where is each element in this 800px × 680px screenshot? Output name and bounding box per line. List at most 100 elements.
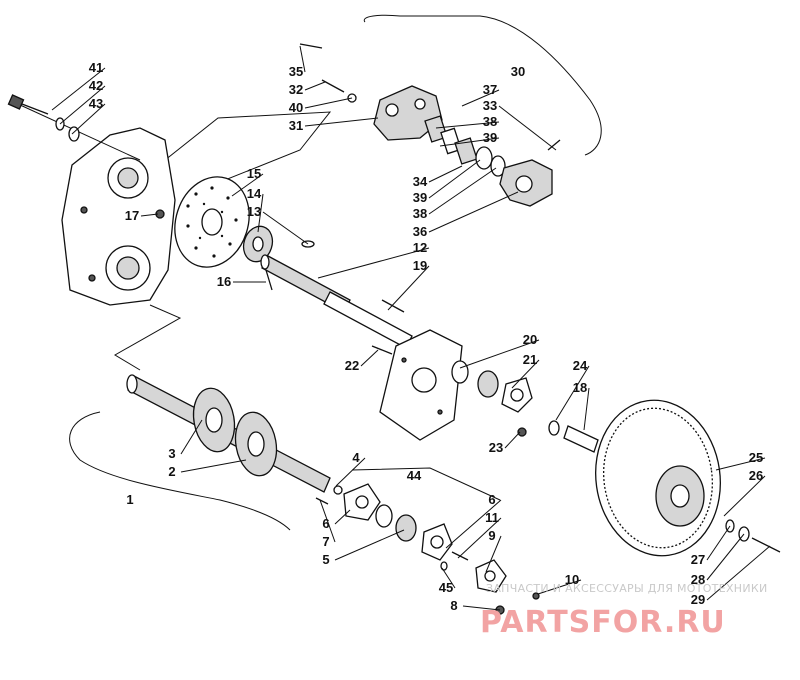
caliper-seals xyxy=(475,146,506,177)
leader-line xyxy=(706,525,731,561)
leader-line xyxy=(428,167,497,215)
callout-number: 14 xyxy=(247,186,262,201)
leader-line xyxy=(706,545,771,601)
leader-line xyxy=(504,431,521,449)
leader-line xyxy=(317,247,430,279)
callout-number: 3 xyxy=(168,446,175,461)
driven-sprocket-rotor xyxy=(595,399,721,557)
leader-line xyxy=(461,89,500,107)
washer xyxy=(548,420,560,436)
leader-line xyxy=(583,387,590,431)
leader-line xyxy=(485,535,502,573)
leader-line xyxy=(140,213,159,217)
callout-number: 44 xyxy=(407,468,422,483)
bearing-flange xyxy=(501,377,533,413)
caliper-bolt xyxy=(321,79,345,93)
callout-number: 7 xyxy=(322,534,329,549)
track-sprocket-b xyxy=(234,411,278,477)
leader-line xyxy=(445,499,502,549)
leader-line xyxy=(462,605,501,611)
leader-line xyxy=(459,339,540,369)
leader-line xyxy=(335,457,366,487)
bearing-housing-plate xyxy=(379,329,463,441)
lower-bearing-b xyxy=(395,514,417,542)
callout-number: 34 xyxy=(413,174,428,189)
leader-line xyxy=(304,81,326,91)
callout-number: 9 xyxy=(488,528,495,543)
bracket-driveshaft-group xyxy=(69,411,291,531)
lower-washer xyxy=(440,561,448,571)
callout-labels: 4142433532403130373338393439383615141317… xyxy=(89,60,763,613)
callout-number: 18 xyxy=(573,380,587,395)
leader-line xyxy=(59,85,106,125)
callout-number: 6 xyxy=(488,492,495,507)
callout-number: 19 xyxy=(413,258,427,273)
grease-fitting xyxy=(532,592,540,600)
plate-bolt xyxy=(371,345,393,355)
callout-number: 15 xyxy=(247,166,261,181)
callout-number: 26 xyxy=(749,468,763,483)
callout-number: 2 xyxy=(168,464,175,479)
brake-disc xyxy=(174,176,250,268)
leader-line xyxy=(428,159,481,199)
leader-line xyxy=(360,349,379,367)
callout-number: 6 xyxy=(322,516,329,531)
callout-number: 21 xyxy=(523,352,537,367)
brake-hub xyxy=(242,225,274,263)
shaft-sleeve xyxy=(323,291,413,349)
callout-number: 38 xyxy=(413,206,427,221)
leader-line xyxy=(428,191,519,233)
callout-number: 4 xyxy=(352,450,360,465)
leader-line xyxy=(428,165,463,183)
leader-line xyxy=(555,365,590,421)
callout-number: 25 xyxy=(749,450,763,465)
leader-line xyxy=(231,173,264,197)
callout-number: 29 xyxy=(691,592,705,607)
leader-line xyxy=(262,211,309,245)
callout-number: 23 xyxy=(489,440,503,455)
leader-line xyxy=(498,105,557,151)
callout-number: 40 xyxy=(289,100,303,115)
callout-number: 20 xyxy=(523,332,537,347)
lower-flange-b xyxy=(421,523,453,561)
callout-number: 32 xyxy=(289,82,303,97)
callout-number: 22 xyxy=(345,358,359,373)
leader-line xyxy=(439,137,500,147)
callout-number: 8 xyxy=(450,598,457,613)
callout-number: 16 xyxy=(217,274,231,289)
leader-line xyxy=(715,457,766,471)
track-sprocket-a xyxy=(192,387,236,453)
leader-line xyxy=(51,67,106,111)
leader-line xyxy=(304,117,379,127)
callout-number: 43 xyxy=(89,96,103,111)
leader-line xyxy=(511,359,540,389)
leader-line xyxy=(537,579,582,595)
callout-number: 13 xyxy=(247,204,261,219)
bearing-a xyxy=(451,360,469,384)
lower-flange-a xyxy=(343,483,381,521)
callout-leaders xyxy=(51,45,771,611)
leader-line xyxy=(435,121,500,129)
brake-pads xyxy=(424,115,478,165)
leader-line xyxy=(180,419,203,455)
callout-number: 24 xyxy=(573,358,588,373)
leader-line xyxy=(299,45,306,73)
leader-line xyxy=(180,459,247,473)
guide-line-upper xyxy=(149,111,332,191)
callout-number: 11 xyxy=(485,510,499,525)
flange-nut xyxy=(517,427,527,437)
callout-number: 27 xyxy=(691,552,705,567)
hub-bolt xyxy=(265,269,273,291)
callout-number: 28 xyxy=(691,572,705,587)
bracket-bearing-group xyxy=(351,467,501,501)
spacer xyxy=(563,425,599,453)
watermark-logo: PARTSFOR.RU xyxy=(480,605,726,640)
bracket-caliper-group xyxy=(363,14,602,156)
callout-number: 10 xyxy=(565,572,579,587)
callout-number: 12 xyxy=(413,240,427,255)
brake-caliper-outer xyxy=(499,159,553,207)
callout-number: 36 xyxy=(413,224,427,239)
callout-number: 5 xyxy=(322,552,329,567)
bleeder-screw xyxy=(547,139,561,151)
